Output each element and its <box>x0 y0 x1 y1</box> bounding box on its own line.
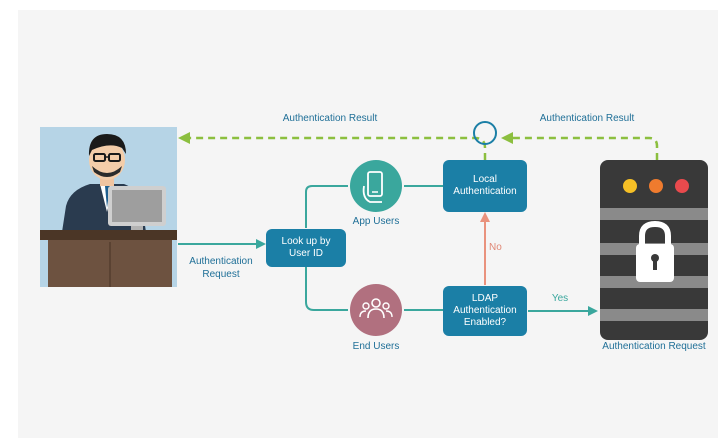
auth-request-right-label: Authentication Request <box>602 341 706 352</box>
auth-result-right-label: Authentication Result <box>539 113 635 124</box>
no-label: No <box>489 242 502 253</box>
ldap-line-2: Authentication <box>453 305 517 316</box>
local-line-1: Local <box>473 174 497 185</box>
auth-request-left-line-2: Request <box>202 269 240 280</box>
app-users-label: App Users <box>352 216 400 227</box>
result-paths <box>178 121 659 160</box>
local-line-2: Authentication <box>453 186 517 197</box>
ldap-line-3: Enabled? <box>463 317 507 328</box>
lookup-line-1: Look up by <box>281 236 331 247</box>
yes-label: Yes <box>551 293 569 304</box>
end-users-icon <box>350 284 402 336</box>
auth-request-left-line-1: Authentication <box>189 256 253 267</box>
lookup-line-2: User ID <box>289 248 323 259</box>
flow-connectors <box>178 185 598 316</box>
auth-result-left-label: Authentication Result <box>282 113 378 124</box>
ldap-line-1: LDAP <box>471 293 499 304</box>
user-at-desk-illustration <box>40 127 177 287</box>
server-lock-icon <box>600 160 708 340</box>
app-users-icon <box>350 160 402 212</box>
end-users-label: End Users <box>352 341 400 352</box>
